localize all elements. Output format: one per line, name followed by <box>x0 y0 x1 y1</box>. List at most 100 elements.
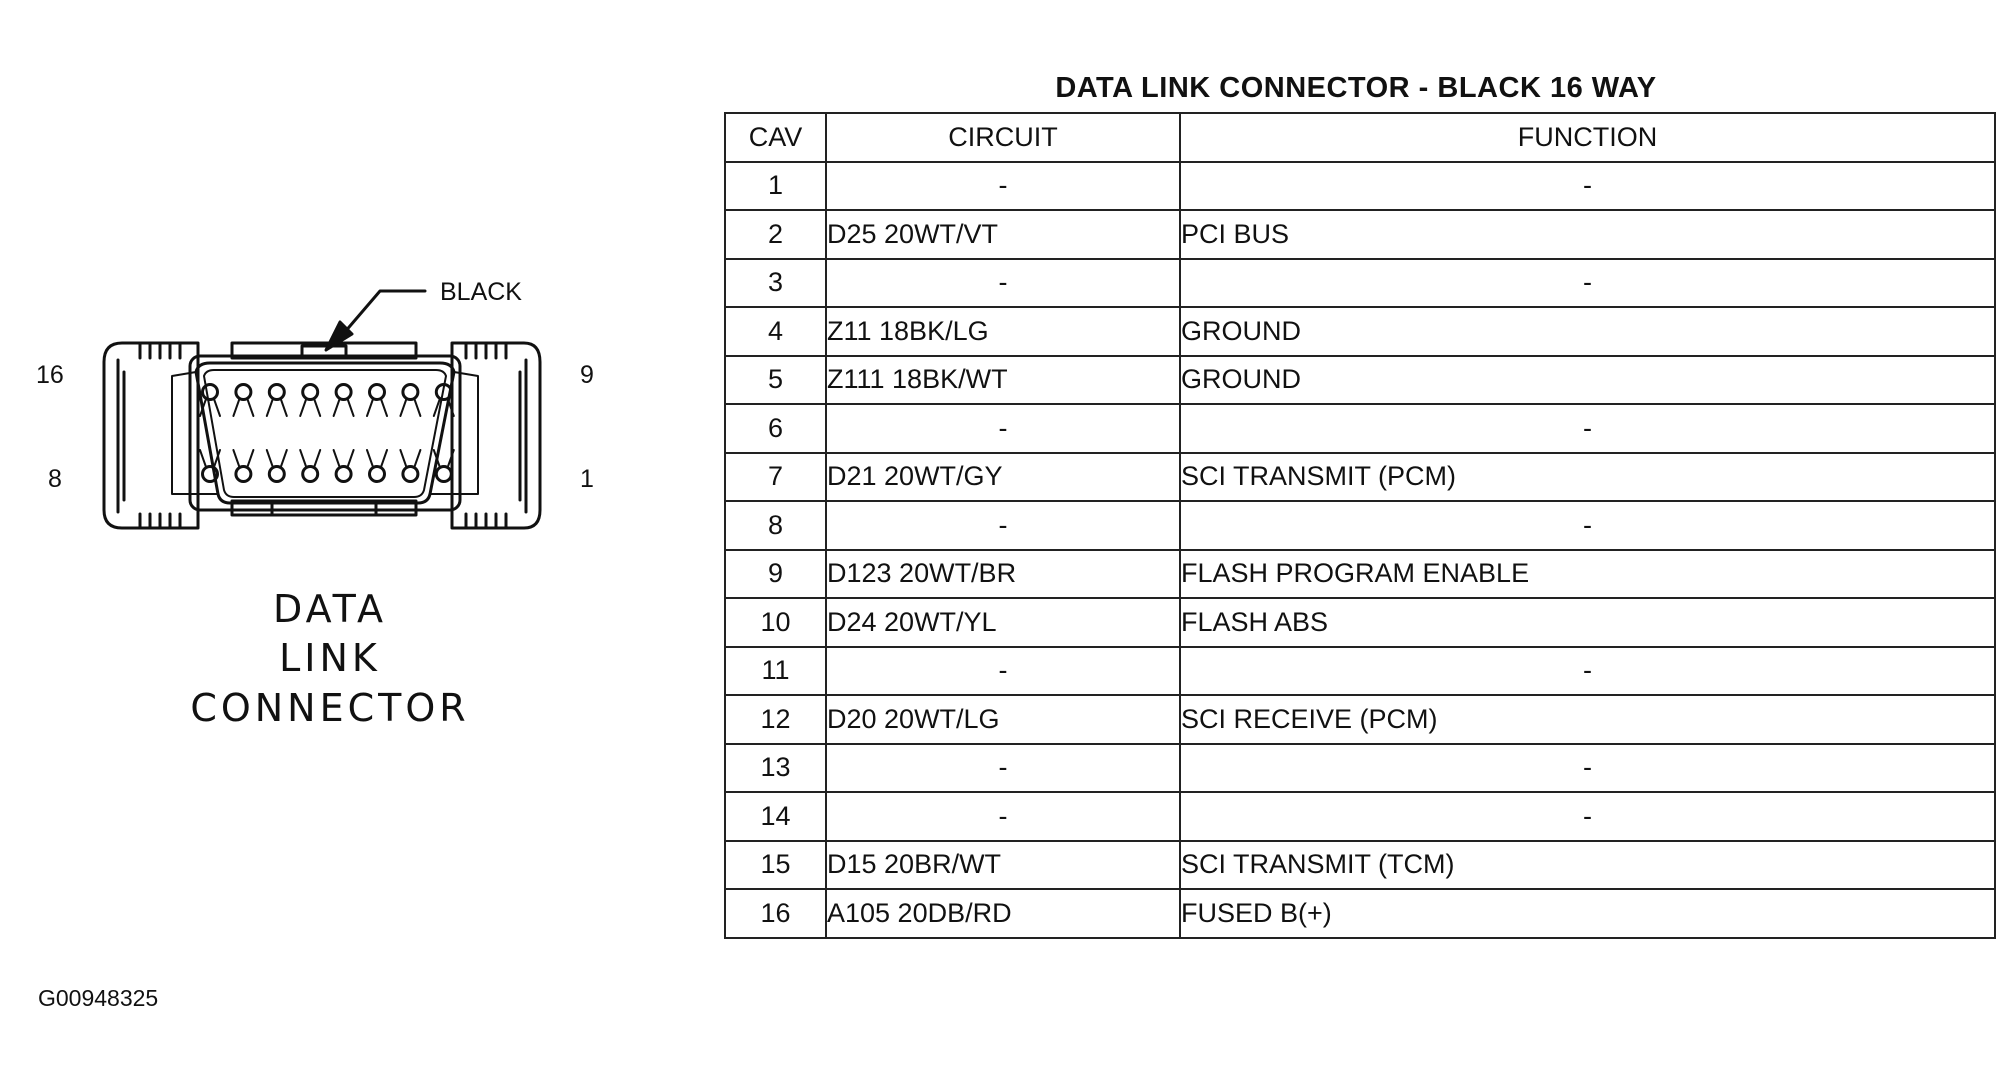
cell-function: - <box>1179 257 1996 308</box>
pin-contact-spring <box>199 449 221 468</box>
pin-label-8: 8 <box>48 465 62 493</box>
cell-circuit: D20 20WT/LG <box>825 694 1181 745</box>
cell-circuit: - <box>825 645 1181 696</box>
connector-bottom-tab <box>230 499 418 517</box>
cell-cav: 4 <box>724 306 827 357</box>
cell-circuit: D25 20WT/VT <box>825 209 1181 260</box>
header-cav: CAV <box>724 112 827 163</box>
pin-contact-spring <box>265 449 288 468</box>
pin-contact-spring <box>432 449 455 468</box>
pin-contact-spring <box>366 449 388 468</box>
table-header-row: CAV CIRCUIT FUNCTION <box>724 112 1996 163</box>
cell-function: SCI RECEIVE (PCM) <box>1179 694 1996 745</box>
header-function: FUNCTION <box>1179 112 1996 163</box>
pin-contact-spring <box>232 449 255 468</box>
cell-function: GROUND <box>1179 354 1996 405</box>
cell-function: GROUND <box>1179 306 1996 357</box>
cell-function: - <box>1179 742 1996 793</box>
connector-pin <box>301 383 320 401</box>
cell-circuit: - <box>825 257 1181 308</box>
connector-pin <box>234 465 253 483</box>
cell-circuit: - <box>825 742 1181 793</box>
table-row: 11-- <box>724 645 1996 696</box>
table-row: 8-- <box>724 500 1996 551</box>
cell-function: FLASH PROGRAM ENABLE <box>1179 548 1996 599</box>
pin-contact-spring <box>232 398 255 417</box>
cell-cav: 9 <box>724 548 827 599</box>
cell-cav: 7 <box>724 451 827 502</box>
pin-contact-spring <box>399 398 422 417</box>
cell-function: SCI TRANSMIT (PCM) <box>1179 451 1996 502</box>
pin-contact-spring <box>332 398 355 417</box>
pin-contact-spring <box>399 449 422 468</box>
connector-pin <box>234 383 253 401</box>
connector-pin <box>267 465 286 483</box>
callout-leader-line <box>336 289 427 342</box>
cell-function: FLASH ABS <box>1179 597 1996 648</box>
pin-contact-spring <box>432 398 455 417</box>
cell-function: - <box>1179 160 1996 211</box>
cell-circuit: - <box>825 160 1181 211</box>
table-row: 3-- <box>724 257 1996 308</box>
connector-pin <box>201 465 219 483</box>
connector-pin <box>401 465 420 483</box>
table-row: 1-- <box>724 160 1996 211</box>
cell-cav: 11 <box>724 645 827 696</box>
cell-cav: 5 <box>724 354 827 405</box>
cell-cav: 13 <box>724 742 827 793</box>
connector-pin <box>368 383 386 401</box>
connector-pin <box>401 383 420 401</box>
cell-circuit: - <box>825 403 1181 454</box>
connector-pin <box>434 383 453 401</box>
caption-line-1: DATA <box>273 587 387 631</box>
cell-cav: 2 <box>724 209 827 260</box>
cell-circuit: A105 20DB/RD <box>825 888 1181 939</box>
connector-pin <box>334 465 353 483</box>
cell-circuit: D24 20WT/YL <box>825 597 1181 648</box>
cell-function: PCI BUS <box>1179 209 1996 260</box>
connector-right-ear <box>450 341 542 530</box>
connector-pin <box>201 383 219 401</box>
pin-label-9: 9 <box>580 361 594 389</box>
connector-left-ear <box>102 341 200 530</box>
cell-cav: 1 <box>724 160 827 211</box>
pin-contact-spring <box>366 398 388 417</box>
cell-cav: 8 <box>724 500 827 551</box>
pin-contact-spring <box>332 449 355 468</box>
cell-function: - <box>1179 500 1996 551</box>
cell-cav: 6 <box>724 403 827 454</box>
connector-caption: DATA LINK CONNECTOR <box>150 585 510 733</box>
cell-function: SCI TRANSMIT (TCM) <box>1179 839 1996 890</box>
callout-black-label: BLACK <box>440 278 522 306</box>
pin-label-16: 16 <box>36 361 64 389</box>
table-row: 6-- <box>724 403 1996 454</box>
caption-line-3: CONNECTOR <box>190 685 470 730</box>
caption-line-2: LINK <box>279 636 381 681</box>
cell-circuit: D15 20BR/WT <box>825 839 1181 890</box>
cell-cav: 12 <box>724 694 827 745</box>
figure-id: G00948325 <box>38 985 159 1011</box>
cell-function: - <box>1179 645 1996 696</box>
cell-circuit: - <box>825 791 1181 842</box>
pin-contact-spring <box>299 449 322 468</box>
callout-arrowhead <box>324 320 354 352</box>
cell-function: FUSED B(+) <box>1179 888 1996 939</box>
connector-drawing <box>102 289 542 530</box>
cell-cav: 15 <box>724 839 827 890</box>
cell-cav: 10 <box>724 597 827 648</box>
cell-cav: 16 <box>724 888 827 939</box>
cell-function: - <box>1179 403 1996 454</box>
header-circuit: CIRCUIT <box>825 112 1181 163</box>
cell-circuit: - <box>825 500 1181 551</box>
pin-group <box>199 383 455 483</box>
pin-contact-spring <box>199 398 221 417</box>
table-title: DATA LINK CONNECTOR - BLACK 16 WAY <box>1055 72 1657 104</box>
